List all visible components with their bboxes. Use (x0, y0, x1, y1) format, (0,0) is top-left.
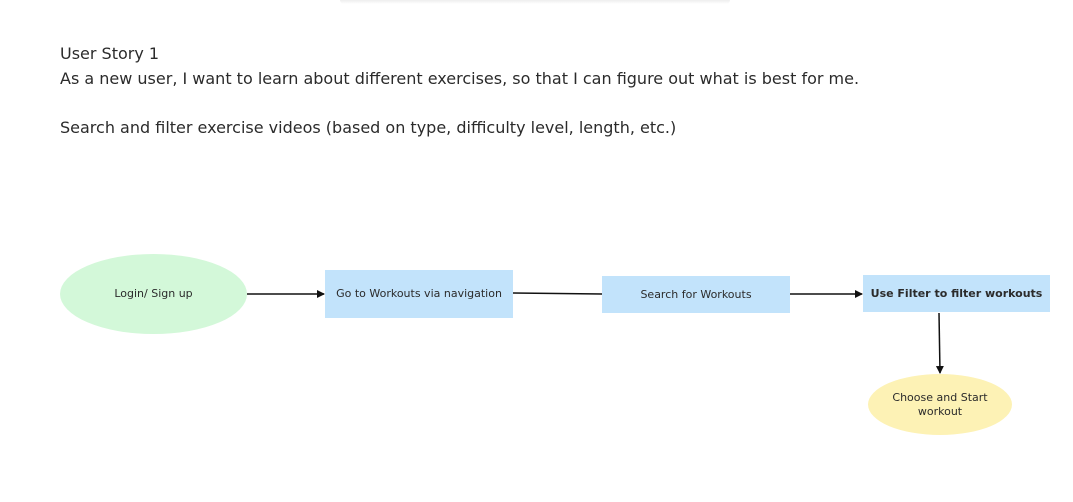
node-filter-workouts: Use Filter to filter workouts (863, 275, 1050, 312)
canvas-top-edge (340, 0, 730, 4)
node-choose-start-workout: Choose and Start workout (868, 374, 1012, 435)
node-search-workouts: Search for Workouts (602, 276, 790, 313)
node-go-to-workouts: Go to Workouts via navigation (325, 270, 513, 318)
node-filter-label: Use Filter to filter workouts (870, 286, 1043, 300)
story-title: User Story 1 (60, 44, 160, 63)
connector-goto-to-search (512, 292, 603, 295)
node-search-label: Search for Workouts (640, 287, 752, 301)
node-login-label: Login/ Sign up (114, 287, 193, 300)
arrow-filter-to-choose (935, 312, 944, 374)
story-task: Search and filter exercise videos (based… (60, 118, 677, 137)
node-choose-label: Choose and Start workout (892, 390, 988, 418)
story-statement: As a new user, I want to learn about dif… (60, 69, 860, 88)
node-goto-label: Go to Workouts via navigation (336, 287, 502, 300)
node-login-signup: Login/ Sign up (60, 254, 247, 334)
